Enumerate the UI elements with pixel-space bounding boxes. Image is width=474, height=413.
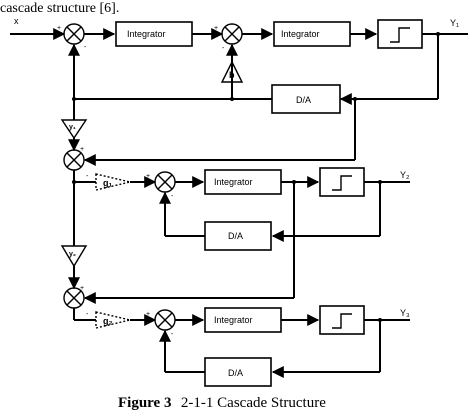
output-label-y3: Y₃ xyxy=(400,308,410,318)
sum2a-plus: + xyxy=(80,146,84,153)
quantizer-block-3 xyxy=(319,305,365,335)
integrator-block-1b xyxy=(273,21,351,47)
sum-cross xyxy=(66,26,82,42)
gain-g2-triangle xyxy=(95,311,131,329)
gain-y2-label: y₂ xyxy=(69,251,76,258)
node xyxy=(230,97,234,101)
output-label-y2: Y₂ xyxy=(400,170,410,180)
sum3b-minus: - xyxy=(171,331,174,338)
quantizer-step-icon xyxy=(390,27,410,43)
da-block-1 xyxy=(271,84,341,114)
sum3a-minus: - xyxy=(86,311,89,318)
da-label-2: D/A xyxy=(228,231,243,241)
integrator-label-3: Integrator xyxy=(214,315,253,325)
gain-g1-triangle xyxy=(95,173,131,191)
sum-cross xyxy=(157,312,173,328)
sum3a-plus: + xyxy=(80,285,84,292)
sum2b-minus: - xyxy=(171,193,174,200)
da-label-3: D/A xyxy=(228,368,243,378)
quantizer-step-icon xyxy=(332,175,352,191)
sum1b-minus: - xyxy=(222,45,225,52)
sum1a-minus: - xyxy=(84,44,87,51)
gain-y2-triangle xyxy=(60,245,88,268)
sum1b-plus: + xyxy=(214,25,218,32)
header-text: cascade structure [6]. xyxy=(0,1,119,16)
caption-figure-number: Figure 3 xyxy=(118,395,171,411)
sum1a-plus: + xyxy=(57,25,61,32)
sum-cross xyxy=(66,290,82,306)
gain-y1-triangle xyxy=(60,119,88,140)
input-label: x xyxy=(14,16,19,26)
sum-cross xyxy=(66,152,82,168)
caption-title: 2-1-1 Cascade Structure xyxy=(181,395,326,411)
integrator-label-1a: Integrator xyxy=(127,29,166,39)
sum-cross xyxy=(157,174,173,190)
integrator-block-2 xyxy=(204,169,282,195)
quantizer-block-2 xyxy=(319,167,365,197)
da-label-1: D/A xyxy=(296,95,311,105)
output-label-y1: Y₁ xyxy=(450,18,459,28)
gain-y1-label: y₁ xyxy=(69,124,76,131)
sum3b-plus: + xyxy=(146,311,150,318)
integrator-label-1b: Integrator xyxy=(281,29,320,39)
quantizer-block-1 xyxy=(377,19,423,49)
da-block-2 xyxy=(204,221,272,251)
node xyxy=(353,97,357,101)
sum2b-plus: + xyxy=(146,173,150,180)
sum-cross xyxy=(224,26,240,42)
da-block-3 xyxy=(204,357,272,387)
quantizer-step-icon xyxy=(332,313,352,329)
node xyxy=(72,180,76,184)
gain-b-label: b xyxy=(229,70,235,80)
sum2a-minus: - xyxy=(86,173,89,180)
figure-caption: Figure 3 2-1-1 Cascade Structure xyxy=(118,394,326,411)
gain-g1-label: g₁ xyxy=(103,178,112,188)
gain-b-triangle xyxy=(220,60,244,83)
integrator-block-1a xyxy=(115,21,193,47)
gain-g2-label: g₂ xyxy=(103,316,113,326)
integrator-label-2: Integrator xyxy=(214,177,253,187)
